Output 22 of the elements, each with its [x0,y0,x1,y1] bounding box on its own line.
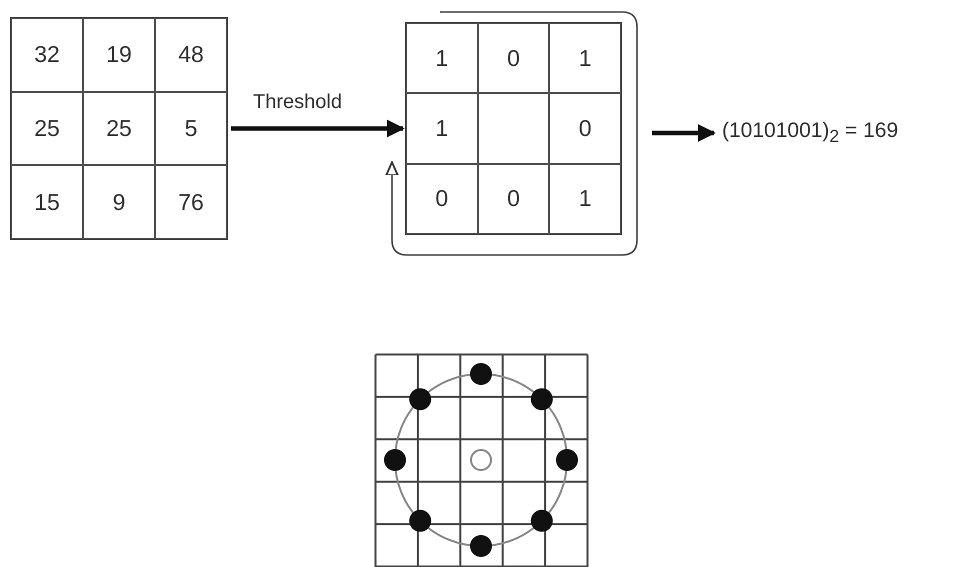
matrix-cell: 0 [478,164,550,234]
matrix-cell: 1 [406,23,478,94]
matrix-cell: 76 [155,165,227,239]
matrix-cell: 1 [549,23,621,94]
matrix-cell: 25 [83,92,155,166]
result-text: (10101001)$_{2}$ = 169 [722,118,898,148]
matrix-cell: 0 [406,164,478,234]
matrix-cell: 0 [478,23,550,94]
matrix-grid [405,22,622,235]
matrix-cell: 1 [406,93,478,164]
matrix-cell: 0 [549,93,621,164]
matrix-grid [10,17,228,240]
matrix-cell: 19 [83,18,155,92]
arrow [652,124,716,142]
matrix-cell: 5 [155,92,227,166]
matrix-cell: 15 [11,165,83,239]
matrix-cell: 32 [11,18,83,92]
matrix-cell: 25 [11,92,83,166]
matrix-cell: 48 [155,18,227,92]
matrix-cell: 1 [549,164,621,234]
arrow [231,120,405,138]
matrix-cell: 9 [83,165,155,239]
